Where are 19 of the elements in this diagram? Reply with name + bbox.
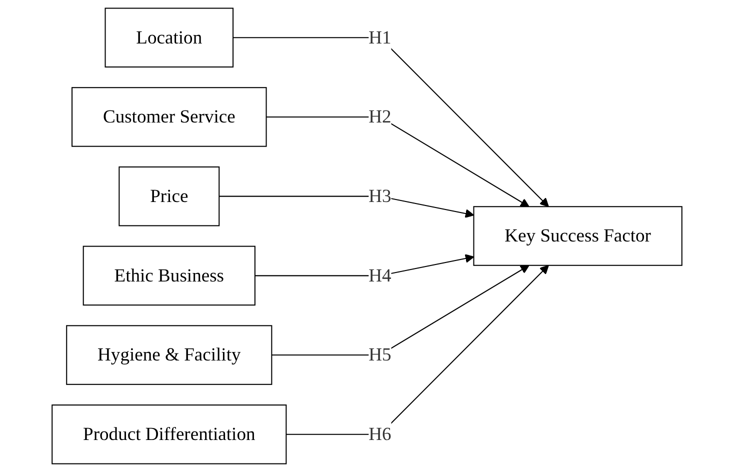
- arrow: [272, 264, 530, 356]
- arrow: [286, 264, 549, 435]
- node-box: Price: [118, 166, 220, 226]
- edge-label: H5: [368, 344, 392, 365]
- node-box: Location: [104, 8, 234, 68]
- arrow: [233, 37, 549, 208]
- edge-label: H4: [368, 264, 392, 286]
- node-box: Hygiene & Facility: [66, 325, 272, 385]
- node-box: Key Success Factor: [473, 206, 682, 266]
- node-box: Product Differentiation: [52, 404, 287, 464]
- edge-label: H1: [368, 26, 392, 48]
- node-box: Customer Service: [72, 87, 267, 147]
- edge-label: H2: [368, 106, 392, 127]
- edge-label: H6: [368, 424, 392, 444]
- node-box: Ethic Business: [82, 246, 256, 306]
- edge-label: H3: [368, 186, 392, 206]
- arrow: [266, 116, 530, 208]
- arrow: [219, 196, 474, 218]
- arrow: [254, 254, 474, 276]
